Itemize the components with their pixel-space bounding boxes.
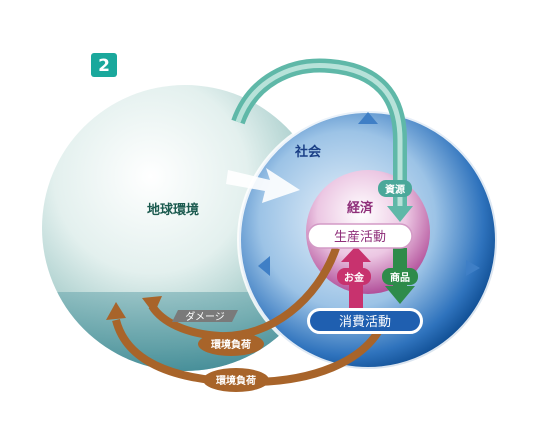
resources-label: 資源 — [385, 183, 405, 196]
goods-label: 商品 — [390, 271, 410, 284]
goods-tag: 商品 — [382, 268, 418, 285]
money-tag: お金 — [337, 268, 371, 285]
society-label: 社会 — [294, 144, 322, 160]
resource-arrow — [231, 58, 413, 222]
burden-lower-label: 環境負荷 — [216, 374, 256, 387]
economy-label: 経済 — [347, 200, 374, 216]
consumption-label: 消費活動 — [339, 315, 391, 330]
blue-arrow-right-icon — [466, 260, 480, 276]
earth-label: 地球環境 — [147, 202, 199, 218]
burden-upper-label: 環境負荷 — [211, 338, 251, 351]
money-label: お金 — [344, 271, 365, 284]
white-flow-arrow — [226, 168, 300, 203]
production-label: 生産活動 — [334, 229, 386, 245]
burden-tag-lower: 環境負荷 — [203, 368, 269, 392]
figure-number-badge: 2 — [91, 53, 117, 77]
badge-number: 2 — [98, 56, 110, 76]
blue-arrow-up-icon — [358, 112, 378, 124]
damage-label: ダメージ — [185, 310, 225, 323]
production-box: 生産活動 — [307, 223, 413, 249]
damage-tag: ダメージ — [172, 310, 238, 323]
consumption-box: 消費活動 — [307, 308, 423, 334]
resources-tag: 資源 — [378, 180, 412, 197]
burden-tag-upper: 環境負荷 — [198, 332, 264, 356]
blue-arrow-left-icon — [258, 256, 270, 276]
